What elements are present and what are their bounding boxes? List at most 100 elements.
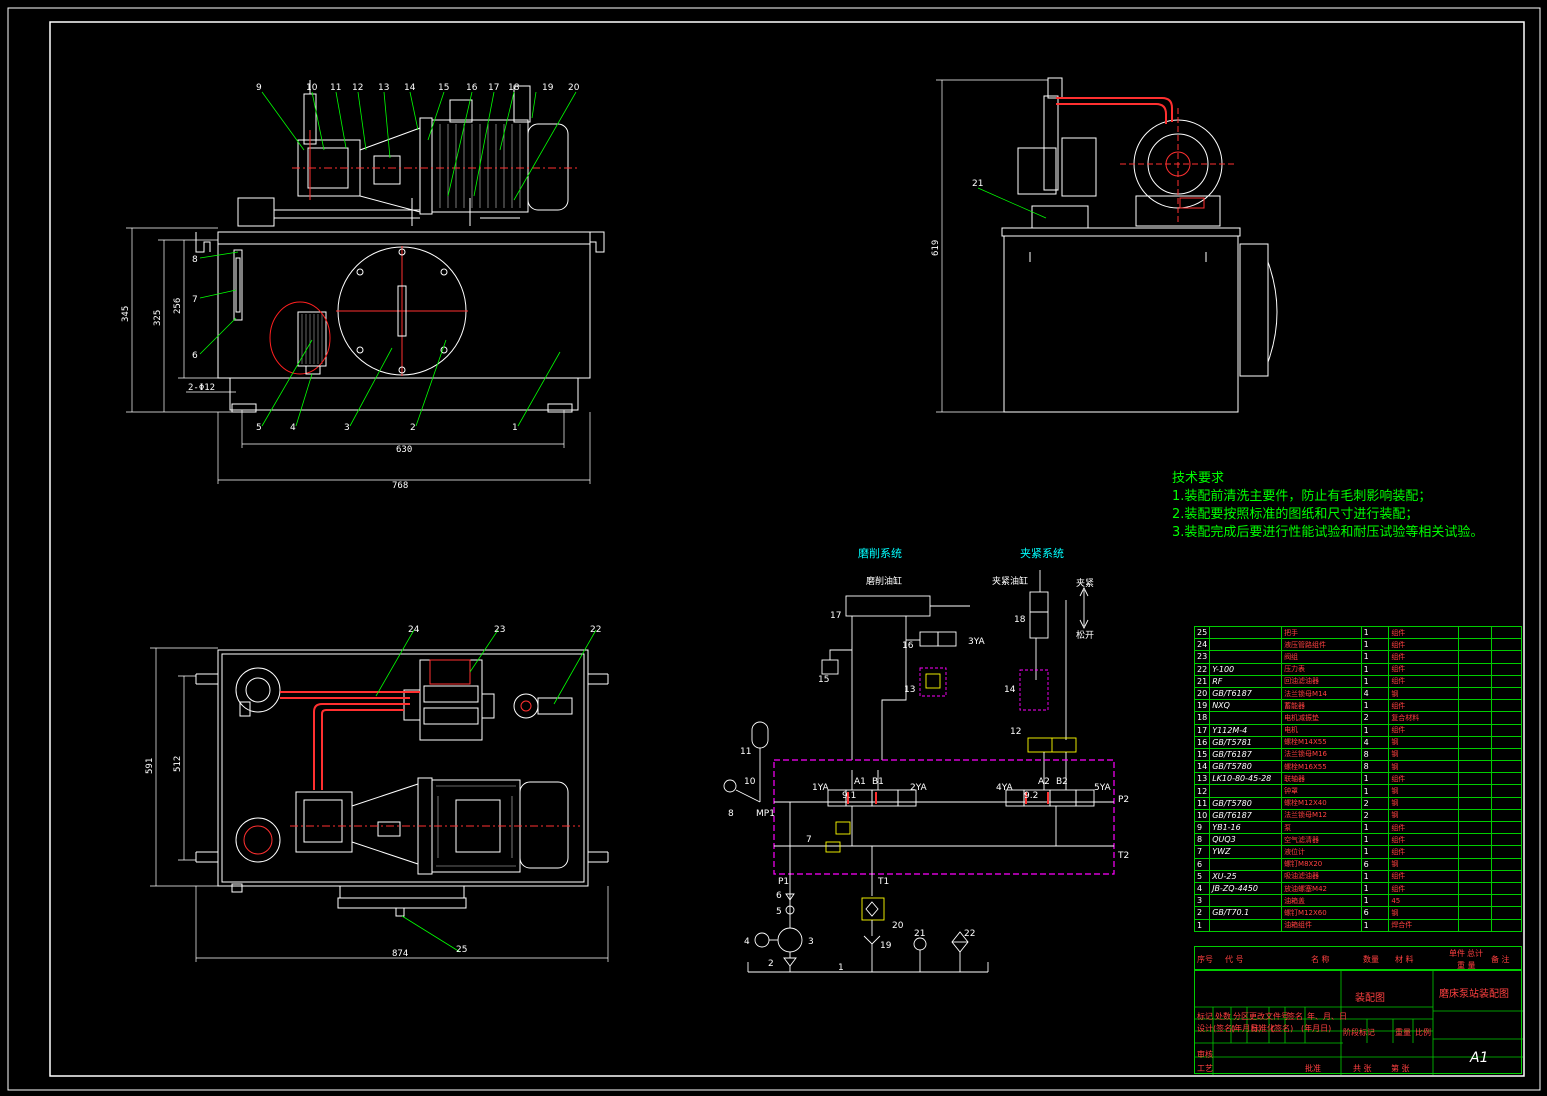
bom-cell-material: 钢 <box>1388 735 1459 749</box>
bom-cell-remark <box>1491 796 1522 810</box>
bom-cell-material: 组件 <box>1388 845 1459 859</box>
bom-cell-code: YB1-16 <box>1209 820 1283 835</box>
bom-cell-code <box>1209 918 1283 932</box>
bom-cell-weight <box>1457 833 1493 847</box>
bom-header-remark: 备 注 <box>1491 955 1510 964</box>
dim-768: 768 <box>392 481 408 491</box>
front-view-dim-text: 345 325 256 630 768 2-Φ12 <box>121 298 412 491</box>
inner-border <box>49 21 1525 1077</box>
hyd-18: 18 <box>1014 615 1026 625</box>
front-view <box>195 80 605 413</box>
hydraulic-schematic <box>723 570 1115 973</box>
bom-cell-remark <box>1491 820 1522 835</box>
bom-cell-name: 螺栓M12X40 <box>1281 796 1362 810</box>
dim-619: 619 <box>931 240 941 256</box>
bom-cell-material: 组件 <box>1388 723 1459 737</box>
bom-cell-name: 空气滤清器 <box>1281 833 1362 847</box>
bom-cell-code: GB/T5780 <box>1209 796 1283 810</box>
bom-cell-material: 钢 <box>1388 906 1459 920</box>
hyd-22: 22 <box>964 929 975 939</box>
bom-cell-remark <box>1491 723 1522 737</box>
sheet-size: A1 <box>1470 1050 1489 1066</box>
bom-cell-weight <box>1457 699 1493 713</box>
label-grinding-cylinder: 磨削油缸 <box>866 575 902 587</box>
grinding-system-title: 磨削系统 <box>858 547 902 560</box>
bom-cell-remark <box>1491 906 1522 920</box>
bom-cell-qty: 1 <box>1360 723 1390 737</box>
bom-cell-name: 电机 <box>1281 723 1362 737</box>
hyd-13: 13 <box>904 685 915 695</box>
valve-9-2: 9.2 <box>1024 791 1038 801</box>
dim-256: 256 <box>173 298 183 314</box>
bom-cell-code: YWZ <box>1209 845 1283 859</box>
top-view <box>195 649 609 917</box>
balloon-25: 25 <box>456 945 467 955</box>
bom-cell-qty: 8 <box>1360 760 1390 774</box>
dim-591: 591 <box>145 758 155 774</box>
bom-cell-material: 组件 <box>1388 638 1459 652</box>
tb-total-sheets: 共 张 <box>1353 1064 1372 1073</box>
bom-header-total: 总计 <box>1467 949 1483 958</box>
bom-cell-material: 钢 <box>1388 760 1459 774</box>
balloon-21: 21 <box>972 179 983 189</box>
bom-header-mat: 材 料 <box>1395 955 1414 964</box>
bom-cell-qty: 2 <box>1360 808 1390 823</box>
hyd-16: 16 <box>902 641 914 651</box>
bom-header-unit: 单件 <box>1449 949 1465 958</box>
dim-630: 630 <box>396 445 412 455</box>
bom-cell-no: 14 <box>1193 760 1211 774</box>
bom-cell-code <box>1209 894 1283 908</box>
tb-change-doc: 更改文件号 <box>1249 1012 1289 1021</box>
bom-cell-name: 泵 <box>1281 820 1362 835</box>
bom-header-code: 代 号 <box>1225 955 1244 964</box>
bom-cell-name: 回油滤油器 <box>1281 674 1362 688</box>
bom-cell-qty: 1 <box>1360 674 1390 688</box>
sol-4ya: 4YA <box>996 783 1014 793</box>
bom-cell-code: NXQ <box>1209 699 1283 713</box>
bom-cell-weight <box>1457 638 1493 652</box>
bom-cell-name: 钟罩 <box>1281 784 1362 798</box>
bom-cell-material: 焊合件 <box>1388 918 1459 932</box>
bom-cell-material: 钢 <box>1388 808 1459 823</box>
bom-cell-no: 8 <box>1193 833 1211 847</box>
bom-cell-qty: 6 <box>1360 857 1390 871</box>
bom-cell-remark <box>1491 833 1522 847</box>
bom-cell-no: 3 <box>1193 894 1211 908</box>
technical-requirements: 技术要求 1.装配前清洗主要件，防止有毛刺影响装配； 2.装配要按照标准的图纸和… <box>1172 470 1483 542</box>
bom-cell-no: 11 <box>1193 796 1211 810</box>
bom-cell-weight <box>1457 674 1493 688</box>
balloon-18: 18 <box>508 83 520 93</box>
bom-cell-name: 阀组 <box>1281 650 1362 664</box>
balloon-22: 22 <box>590 625 601 635</box>
bom-cell-qty: 1 <box>1360 869 1390 883</box>
bom-cell-no: 4 <box>1193 881 1211 896</box>
label-clamp: 夹紧 <box>1076 577 1094 589</box>
bom-cell-remark <box>1491 638 1522 652</box>
bom-cell-code <box>1209 650 1283 664</box>
bom-cell-name: 放油螺塞M42 <box>1281 881 1362 896</box>
bom-cell-qty: 8 <box>1360 747 1390 762</box>
tb-process: 工艺 <box>1197 1064 1213 1073</box>
bom-cell-remark <box>1491 625 1522 640</box>
bom-cell-qty: 1 <box>1360 820 1390 835</box>
bom-cell-no: 24 <box>1193 638 1211 652</box>
sol-1ya: 1YA <box>812 783 830 793</box>
balloon-12: 12 <box>352 83 363 93</box>
balloon-10: 10 <box>306 83 318 93</box>
hyd-19: 19 <box>880 941 892 951</box>
bom-cell-weight <box>1457 894 1493 908</box>
bom-cell-weight <box>1457 857 1493 871</box>
hyd-5: 5 <box>776 907 782 917</box>
bom-cell-name: 液位计 <box>1281 845 1362 859</box>
balloon-4: 4 <box>290 423 296 433</box>
bom-cell-qty: 1 <box>1360 772 1390 786</box>
bom-cell-material: 组件 <box>1388 625 1459 640</box>
